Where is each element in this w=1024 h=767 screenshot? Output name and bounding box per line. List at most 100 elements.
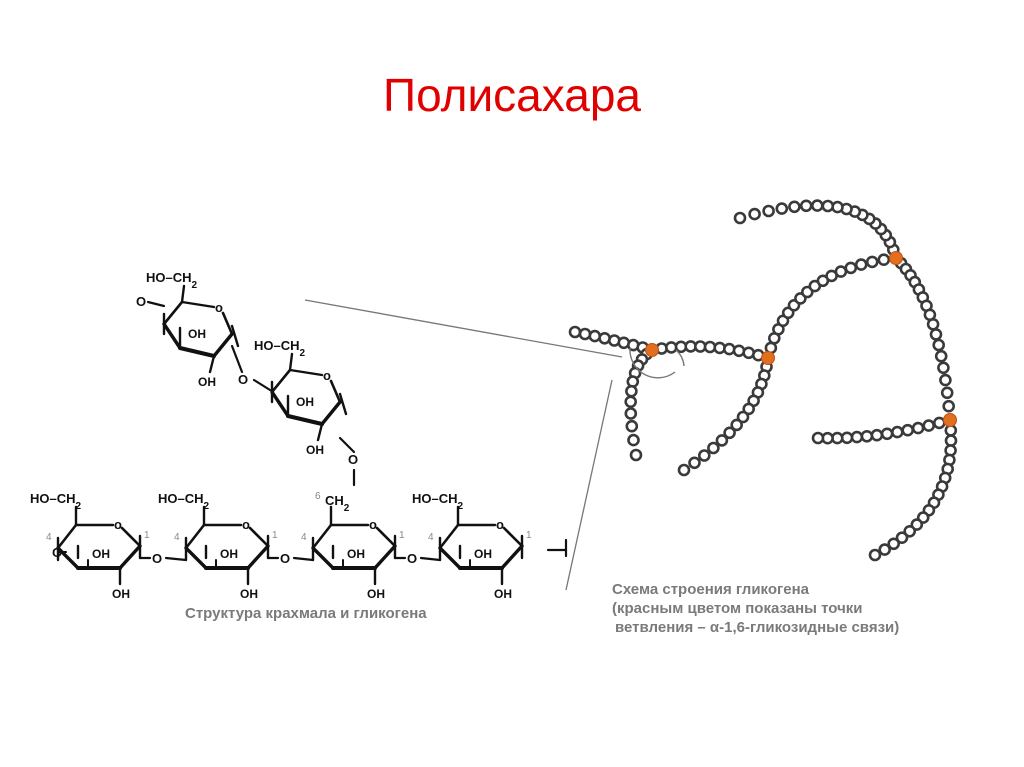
bond-line (246, 544, 270, 570)
carbon-number: 1 (144, 530, 150, 541)
bond-line (375, 526, 397, 548)
glucose-bead (834, 265, 848, 278)
glucose-bead (629, 448, 643, 462)
glucose-bead (850, 430, 864, 444)
glucose-bead (625, 384, 638, 398)
glucose-bead (903, 524, 917, 538)
glucose-bead (732, 344, 746, 358)
glucose-bead (932, 416, 946, 430)
ring-oxygen: o (323, 368, 331, 383)
bond-line (208, 354, 216, 374)
zoom-connector-lines (304, 299, 623, 591)
bond-line (502, 526, 524, 548)
hydroxyl-label: OH (494, 587, 512, 601)
hydroxyl-label: OH (347, 547, 365, 561)
bond-line (230, 324, 240, 348)
glycosidic-oxygen: O (238, 372, 248, 387)
ring-oxygen: o (114, 517, 122, 532)
ho-ch2-label: HO–CH2 (158, 491, 210, 512)
glucose-bead (865, 255, 879, 269)
bond-line (288, 368, 324, 377)
glucose-bead (722, 342, 736, 356)
bond-line (180, 284, 186, 304)
carbon-number: 4 (46, 532, 52, 543)
bond-line (316, 422, 324, 442)
glucose-bead (944, 434, 958, 447)
carbon-number: 1 (272, 530, 278, 541)
glucose-bead (788, 200, 801, 214)
glucose-bead (942, 399, 956, 413)
bond-line (162, 300, 184, 326)
glycosidic-oxygen: O (407, 551, 417, 566)
glucose-bead (929, 328, 943, 341)
glucose-bead (730, 418, 744, 432)
glucose-bead (940, 386, 954, 400)
bond-line (311, 546, 335, 570)
glucose-bead (844, 261, 858, 275)
glucose-bead (624, 395, 638, 409)
ring-oxygen: o (369, 517, 377, 532)
glucose-bead (926, 317, 940, 331)
hydroxyl-label: OH (474, 547, 492, 561)
hydroxyl-label: OH (240, 587, 258, 601)
chain-end-oxygen: O (136, 294, 146, 309)
bond-line (184, 546, 208, 570)
glucose-bead (578, 327, 592, 341)
bond-line (373, 544, 397, 570)
bond-line (184, 523, 206, 550)
glucose-bead (723, 426, 736, 440)
carbon-number: 4 (428, 532, 434, 543)
bond-line (118, 544, 142, 570)
glucose-bead (887, 537, 901, 551)
glucose-bead (821, 199, 835, 213)
slide-title: Полисахара (383, 69, 641, 121)
glucose-bead (707, 441, 720, 455)
glycosidic-bond (292, 556, 315, 562)
glucose-bead (810, 199, 824, 212)
glucose-bead (748, 207, 761, 221)
hydroxyl-label: OH (188, 327, 206, 341)
glucose-bead (911, 421, 925, 435)
hydroxyl-label: OH (296, 395, 314, 409)
glucose-bead (688, 456, 701, 470)
glucose-bead (775, 202, 789, 215)
bond-line (438, 523, 460, 550)
glucose-bead (811, 431, 825, 445)
glycosidic-bond (252, 378, 272, 392)
bond-line (178, 346, 216, 358)
branch-point (889, 251, 903, 265)
glucose-bead (742, 402, 756, 416)
glycogen-caption-line-1: Схема строения гликогена (612, 581, 809, 598)
hydroxyl-label: OH (198, 375, 216, 389)
hydroxyl-label: OH (367, 587, 385, 601)
glycosidic-oxygen: O (152, 551, 162, 566)
glucose-bead (937, 361, 950, 375)
glucose-bead (733, 211, 747, 225)
glucose-bead (922, 419, 936, 432)
branch-oxygen: O (348, 452, 358, 467)
bond-line (311, 523, 333, 550)
glycosidic-oxygen: O (280, 551, 290, 566)
glycogen-scheme (568, 199, 958, 562)
glucose-bead (934, 349, 948, 363)
bond-line (286, 414, 324, 426)
glycogen-caption-line-3: ветвления – α-1,6-гликозидные связи) (615, 619, 900, 636)
hydroxyl-label: OH (220, 547, 238, 561)
bond-line (438, 546, 462, 570)
ho-ch2-label: HO–CH2 (30, 491, 82, 512)
ring-oxygen: o (242, 517, 250, 532)
glucose-bead (697, 449, 711, 462)
bond-line (500, 544, 524, 570)
glucose-bead (895, 531, 909, 545)
glycogen-caption-line-2: (красным цветом показаны точки (612, 600, 863, 617)
glucose-bead (762, 204, 775, 218)
glucose-bead (715, 434, 729, 447)
glycosidic-bond (419, 556, 442, 562)
bond-line (288, 352, 294, 372)
ho-ch2-label: HO–CH2 (254, 338, 306, 359)
